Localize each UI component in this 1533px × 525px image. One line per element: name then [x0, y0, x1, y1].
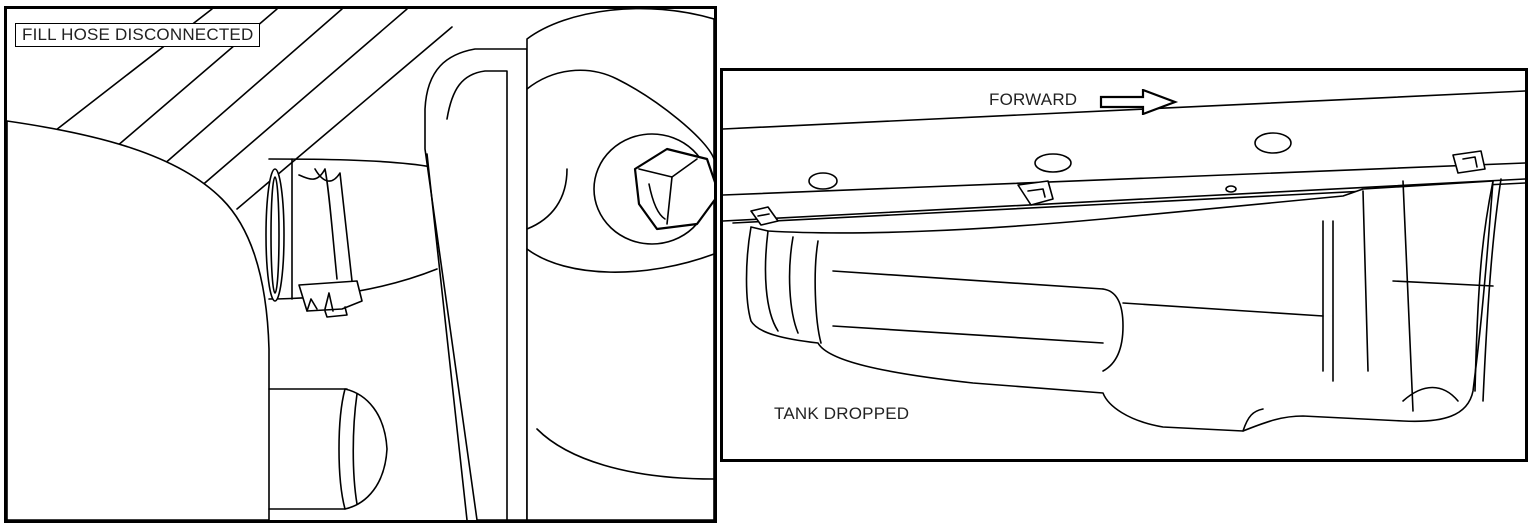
- mount-tab-1: [750, 206, 779, 226]
- bracket-plate: [424, 48, 528, 520]
- hex-bolt: [633, 147, 714, 231]
- tank-body: [7, 120, 270, 520]
- direction-label-forward: FORWARD: [989, 90, 1078, 109]
- fuel-tank: [745, 180, 1494, 432]
- mount-boss: [526, 9, 714, 520]
- hose-opening: [265, 168, 285, 302]
- caption-tank-dropped: TANK DROPPED: [774, 404, 910, 423]
- mount-tab-2: [1017, 180, 1054, 206]
- mount-tab-3: [1452, 150, 1486, 174]
- fill-pipe: [268, 158, 433, 168]
- forward-arrow-icon: [1099, 89, 1179, 115]
- hose-clamp: [298, 168, 338, 280]
- rail-hole-2: [1034, 153, 1072, 173]
- lower-fitting: [338, 388, 388, 510]
- panel-fill-hose-disconnected: FILL HOSE DISCONNECTED: [4, 6, 717, 523]
- rail-hole-3: [1254, 132, 1292, 154]
- fill-hose-illustration: [7, 9, 714, 520]
- rail-hole-1: [808, 172, 838, 190]
- tank-dropped-illustration: [723, 90, 1525, 432]
- caption-fill-hose-disconnected: FILL HOSE DISCONNECTED: [15, 23, 261, 47]
- panel-tank-dropped: FORWARD TANK DROPPED: [720, 68, 1528, 462]
